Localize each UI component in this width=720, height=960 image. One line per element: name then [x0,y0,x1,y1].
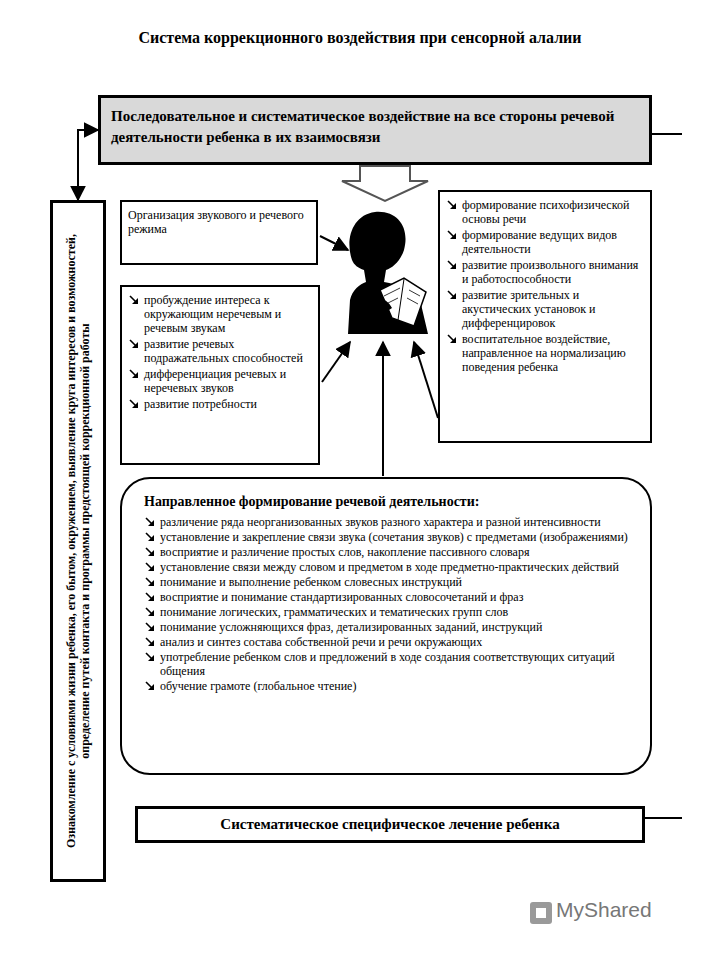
bullet-item: развитие речевых подражательных способно… [128,337,312,365]
bullet-list-box: пробуждение интереса к окружающим нерече… [120,285,320,465]
bullet-arrow [145,592,156,603]
bullet-list-box: формирование психофизической основы речи… [438,190,652,443]
watermark: MyShared [556,898,652,922]
pointer-arrows [320,236,438,476]
bullet-item: восприятие и различение простых слов, на… [144,545,632,559]
bullet-arrow [145,637,156,648]
bullet-item: пробуждение интереса к окружающим нерече… [128,293,312,335]
bullet-item: развитие зрительных и акустических устан… [446,288,644,330]
bullet-arrow [145,622,156,633]
box-text: Организация звукового и речевого режима [128,208,310,236]
bullet-arrow [145,577,156,588]
bullet-arrow [447,260,458,271]
bullet-item: развитие произвольного внимания и работо… [446,258,644,286]
bullet-arrow [447,230,458,241]
bullet-arrow [145,532,156,543]
bullet-arrow [145,607,156,618]
vertical-box: Ознакомление с условиями жизни ребенка, … [50,200,106,882]
diagram-title: Система коррекционного воздействия при с… [120,28,600,48]
bullet-arrow [129,399,140,410]
bullet-arrow [129,339,140,350]
bullet-arrow [145,547,156,558]
child-reading-figure [348,212,428,334]
bullet-item: различение ряда неорганизованных звуков … [144,515,632,529]
bullet-item: понимание логических, грамматических и т… [144,605,632,619]
bullet-item: понимание усложняющихся фраз, детализиро… [144,620,632,634]
stub-line [645,817,682,819]
box-text: Ознакомление с условиями жизни ребенка, … [64,212,92,870]
bullet-item: формирование ведущих видов деятельности [446,228,644,256]
header-box: Последовательное и систематическое возде… [98,95,652,165]
bullet-arrow [447,290,458,301]
bullet-arrow [129,295,140,306]
bullet-item: развитие потребности [128,397,312,411]
process-box: Организация звукового и речевого режима [120,200,318,265]
bullet-arrow [447,334,458,345]
bullet-arrow [145,681,156,692]
bullet-arrow [447,200,458,211]
bullet-arrow [145,562,156,573]
bullet-item: употребление ребенком слов и предложений… [144,650,632,678]
box-text: Систематическое специфическое лечение ре… [148,815,632,834]
bullet-item: воспитательное воздействие, направленное… [446,332,644,374]
bullet-item: установление связи между словом и предме… [144,560,632,574]
bullet-item: обучение грамоте (глобальное чтение) [144,679,632,693]
bullet-item: дифференциация речевых и неречевых звуко… [128,367,312,395]
bullet-item: восприятие и понимание стандартизированн… [144,590,632,604]
rounded-list-box: Направленное формирование речевой деятел… [120,477,652,775]
bullet-arrow [145,652,156,663]
bullet-item: формирование психофизической основы речи [446,198,644,226]
stub-line [652,133,682,135]
bullet-arrow [129,369,140,380]
box-text: Последовательное и систематическое возде… [111,106,639,148]
bullet-item: понимание и выполнение ребенком словесны… [144,575,632,589]
bullet-item: установление и закрепление связи звука (… [144,530,632,544]
bullet-arrow [145,517,156,528]
connector [78,130,98,200]
bullet-item: анализ и синтез состава собственной речи… [144,635,632,649]
watermark-icon [530,902,552,924]
block-arrow [342,166,428,201]
footer-box: Систематическое специфическое лечение ре… [135,806,645,843]
box-heading: Направленное формирование речевой деятел… [144,493,632,511]
